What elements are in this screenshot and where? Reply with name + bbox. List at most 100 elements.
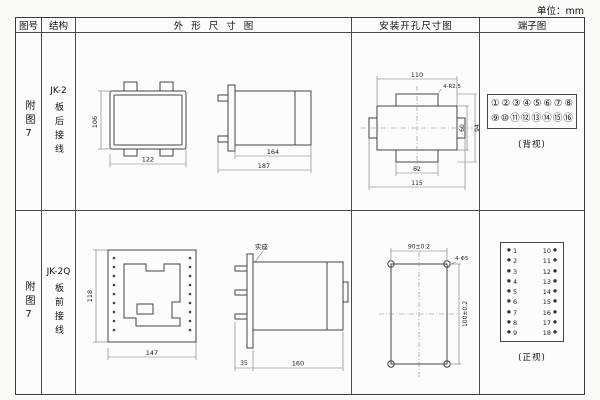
header-structure: 结构 xyxy=(42,18,76,33)
dim-jk2-outer-height: 94 xyxy=(474,124,479,132)
terminal-circled-number: ⑫ xyxy=(520,112,531,124)
dim-jk2-inner-width: 62 xyxy=(413,166,421,173)
terminal-dot-icon: ● xyxy=(507,319,511,325)
terminal-dot-icon: ● xyxy=(553,319,557,325)
structure-cell-jk2q: JK-2Q 板前接线 xyxy=(42,211,76,394)
wiring-jk2q: 板前接线 xyxy=(53,282,63,339)
structure-cell-jk2: JK-2 板后接线 xyxy=(42,33,76,211)
fig-no-cell-jk2: 附图7 xyxy=(16,33,42,211)
view-label-jk2q: (正视) xyxy=(518,353,546,363)
terminal-right: 10● xyxy=(543,247,557,255)
terminal-dot-icon: ● xyxy=(553,330,557,335)
terminal-right: 17● xyxy=(543,319,557,327)
terminal-number: 9 xyxy=(512,329,518,337)
terminal-number: 11 xyxy=(542,257,552,266)
terminal-right: 11● xyxy=(543,257,557,265)
terminal-circled-number: ⑨ xyxy=(491,112,500,124)
terminal-right: 13● xyxy=(543,278,557,286)
terminal-left: ●5 xyxy=(507,288,517,296)
front-dim-lines-jk2q xyxy=(92,249,196,360)
dim-jk2q-mount-top: 90±0.2 xyxy=(407,244,429,251)
terminal-dot-icon: ● xyxy=(553,309,557,315)
terminal-number: 1 xyxy=(512,247,518,255)
terminal-number: 17 xyxy=(542,318,552,327)
terminal-number: 2 xyxy=(512,257,518,266)
terminal-dot-icon: ● xyxy=(507,278,511,284)
wiring-jk2: 板后接线 xyxy=(53,101,63,158)
terminal-dot-icon: ● xyxy=(553,299,557,305)
dim-jk2q-side-total: 160 xyxy=(291,360,303,368)
mounting-drawing-jk2: 110 4-R2.5 60 94 62 115 xyxy=(360,71,479,190)
terminal-number: 10 xyxy=(542,247,552,255)
header-fig-no: 图号 xyxy=(16,18,42,33)
mounting-cell-jk2q: 90±0.2 4-Φ5 100±0.2 xyxy=(352,211,480,394)
terminal-dot-icon: ● xyxy=(553,268,557,274)
dim-jk2-mount-top: 110 xyxy=(410,71,422,79)
dim-jk2-height: 106 xyxy=(91,115,99,127)
terminal-circled-number: ⑩ xyxy=(500,112,510,124)
terminal-circled-number: ③ xyxy=(511,97,521,109)
terminal-dot-icon: ● xyxy=(507,289,511,294)
terminal-number: 16 xyxy=(542,308,552,317)
terminal-dot-icon: ● xyxy=(553,278,557,284)
fig-no-jk2q: 附图7 xyxy=(23,281,34,324)
base-label-leader xyxy=(254,250,263,263)
front-view-jk2 xyxy=(109,81,186,156)
side-dim-lines-jk2q xyxy=(234,322,343,371)
terminal-dot-icon: ● xyxy=(507,309,511,315)
spec-table: 图号 结构 外形尺寸图 安装开孔尺寸图 端子图 附图7 JK-2 板后接线 xyxy=(15,17,585,395)
terminal-dot-icon: ● xyxy=(507,330,511,335)
terminal-number: 18 xyxy=(542,329,552,337)
terminal-dot-icon: ● xyxy=(507,258,511,264)
terminal-number: 8 xyxy=(512,318,518,327)
dim-jk2q-height: 118 xyxy=(86,290,94,302)
terminal-right: 16● xyxy=(543,309,557,317)
terminal-right: 14● xyxy=(543,288,557,296)
terminal-pair-row: ●5 14● xyxy=(507,288,557,296)
terminal-circled-number: ⑤ xyxy=(532,97,542,109)
side-view-jk2 xyxy=(217,84,311,151)
outline-drawing-jk2: 106 122 164 xyxy=(91,81,311,173)
dim-jk2q-side-front: 35 xyxy=(240,360,248,367)
dim-jk2-outer-width: 115 xyxy=(411,180,423,187)
dim-jk2-corner-note: 4-R2.5 xyxy=(443,84,462,90)
unit-label: 单位：mm xyxy=(536,6,584,17)
terminal-circled-number: ① xyxy=(491,97,500,109)
dim-jk2-side-inner: 164 xyxy=(266,148,278,156)
model-jk2: JK-2 xyxy=(50,85,67,96)
base-label-jk2q: 实座 xyxy=(255,242,269,251)
fig-no-cell-jk2q: 附图7 xyxy=(16,211,42,394)
terminal-circled-number: ⑬ xyxy=(531,112,542,124)
terminal-left: ●2 xyxy=(507,257,517,265)
side-view-jk2q xyxy=(234,253,348,349)
terminal-circled-number: ⑦ xyxy=(553,97,563,109)
mounting-dim-lines-jk2 xyxy=(368,75,477,190)
front-view-jk2q xyxy=(107,249,196,343)
front-terminal-dots-jk2q xyxy=(112,256,191,332)
dim-jk2-inner-height: 60 xyxy=(459,124,466,132)
terminal-number: 15 xyxy=(542,298,552,307)
terminal-dot-icon: ● xyxy=(507,248,511,253)
dim-jk2q-mount-side: 100±0.2 xyxy=(462,301,469,327)
outline-drawing-jk2q: 118 147 实座 xyxy=(86,242,348,371)
centerlines-jk2 xyxy=(360,85,473,170)
terminal-circled-number: ⑧ xyxy=(564,97,573,109)
mounting-drawing-jk2q: 90±0.2 4-Φ5 100±0.2 xyxy=(378,244,469,378)
terminal-circled-number: ⑮ xyxy=(552,112,563,124)
fig-no-jk2: 附图7 xyxy=(23,100,34,143)
terminal-number: 7 xyxy=(512,308,518,317)
